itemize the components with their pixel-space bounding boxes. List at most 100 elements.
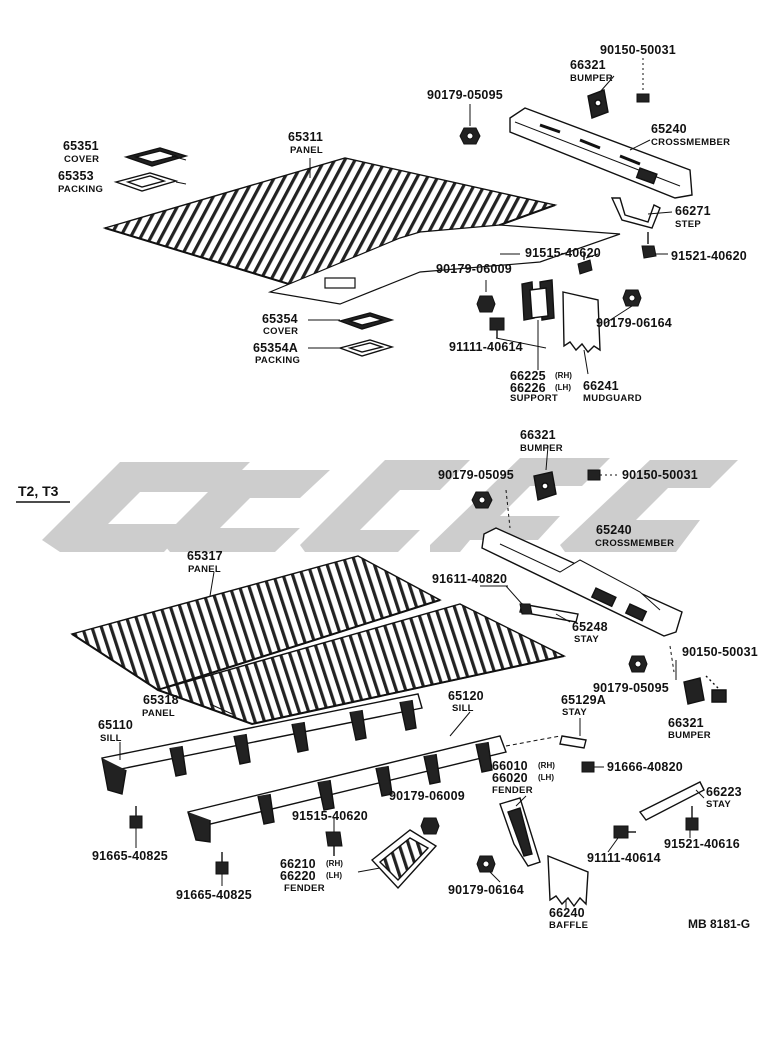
label-66210-suffix: (RH)	[326, 859, 343, 868]
label-91521-40620: 91521-40620	[671, 249, 747, 263]
label-65351-name: COVER	[64, 154, 100, 165]
label-66010-suffix: (RH)	[538, 761, 555, 770]
label-65120-number: 65120	[448, 689, 484, 703]
bolt-90150-50031-upper	[636, 58, 650, 103]
label-91611-40820: 91611-40820	[432, 572, 508, 586]
label-65311-name: PANEL	[290, 145, 323, 156]
label-66225-suffix: (RH)	[555, 371, 572, 380]
fender-66010-66020	[499, 797, 541, 867]
label-65318-number: 65318	[143, 693, 179, 707]
label-66226-suffix: (LH)	[555, 383, 571, 392]
label-65240-upper-number: 65240	[651, 122, 687, 136]
packing-65353	[113, 172, 179, 192]
label-91111-40614-upper: 91111-40614	[449, 340, 523, 354]
label-65248-name: STAY	[574, 634, 599, 645]
bolt-91521-40620-upper	[641, 232, 657, 259]
bolt-91666-40820	[581, 761, 604, 773]
label-65351-number: 65351	[63, 139, 99, 153]
bolt-91111-40614-lower	[613, 825, 636, 839]
leader-lines	[119, 75, 705, 908]
label-91111-40614-lower: 91111-40614	[587, 851, 661, 865]
label-66020-name: FENDER	[492, 785, 533, 796]
step-66271	[610, 197, 661, 229]
label-65248-number: 65248	[572, 620, 608, 634]
label-66271-number: 66271	[675, 204, 711, 218]
stay-66223	[638, 781, 705, 821]
label-66223-number: 66223	[706, 785, 742, 799]
bolt-91111-40614-upper	[489, 317, 505, 338]
bolt-90150-50031-lower	[587, 469, 620, 481]
bolt-91611-40820	[505, 585, 533, 615]
label-66020-suffix: (LH)	[538, 773, 554, 782]
cover-65351	[123, 147, 189, 167]
cover-65354	[337, 312, 395, 330]
crossmember-65240-lower	[481, 527, 683, 637]
guide-line-sill	[505, 735, 561, 747]
bolt-91665-40825-b	[215, 852, 229, 875]
label-65317-number: 65317	[187, 549, 223, 563]
bolt-91515-40620-lower	[325, 831, 343, 856]
label-65354a-number: 65354A	[253, 341, 298, 355]
label-90179-05095-lower: 90179-05095	[438, 468, 514, 482]
bolt-91521-40616	[685, 806, 699, 831]
label-66241-number: 66241	[583, 379, 619, 393]
nut-90179-05095-lower-b	[628, 655, 648, 673]
nut-90179-06009-lower	[420, 817, 440, 835]
label-66220-number: 66220	[280, 869, 316, 883]
label-65129a-name: STAY	[562, 707, 587, 718]
label-65353-number: 65353	[58, 169, 94, 183]
guide-line-bumper-b	[669, 645, 675, 673]
nut-90179-05095-upper	[459, 104, 481, 145]
label-65110-name: SILL	[100, 733, 122, 744]
label-66220-suffix: (LH)	[326, 871, 342, 880]
label-91666-40820: 91666-40820	[607, 760, 683, 774]
reference-code: MB 8181-G	[688, 917, 751, 931]
label-66010-number: 66010	[492, 759, 528, 773]
watermark-logo	[42, 458, 738, 552]
label-66226-name: SUPPORT	[510, 393, 559, 404]
label-90179-05095-lower-b: 90179-05095	[593, 681, 669, 695]
nut-90179-06164-upper	[622, 289, 642, 307]
label-65318-name: PANEL	[142, 708, 175, 719]
label-91515-40620-upper: 91515-40620	[525, 246, 601, 260]
bolt-91665-40825-a	[129, 806, 143, 829]
label-66223-name: STAY	[706, 799, 731, 810]
bumper-66321-upper	[587, 89, 609, 119]
label-91515-40620-lower: 91515-40620	[292, 809, 368, 823]
label-90150-50031-lower: 90150-50031	[622, 468, 698, 482]
fender-66210-66220	[370, 829, 438, 890]
label-65353-name: PACKING	[58, 184, 104, 195]
label-66321-lower-b-number: 66321	[668, 716, 704, 730]
bolt-91515-40620-upper	[577, 252, 593, 275]
label-66020-number: 66020	[492, 771, 528, 785]
label-66271-name: STEP	[675, 219, 702, 230]
label-66321-lower-number: 66321	[520, 428, 556, 442]
upper-floor-plate	[267, 224, 621, 305]
label-90150-50031-upper: 90150-50031	[600, 43, 676, 57]
nut-90179-06009-upper	[476, 280, 496, 313]
guide-line-bumper	[505, 489, 511, 529]
label-90179-06164-upper: 90179-06164	[596, 316, 672, 330]
mudguard-66241	[562, 291, 601, 354]
stay-65129a	[559, 735, 587, 749]
label-66321-lower-b-name: BUMPER	[668, 730, 711, 741]
label-66321-upper-name: BUMPER	[570, 73, 613, 84]
bumper-66321-lower	[533, 471, 557, 501]
crossmember-65240-upper	[509, 107, 693, 199]
sill-65120	[187, 735, 507, 843]
label-65311-number: 65311	[288, 130, 324, 144]
label-65354-name: COVER	[263, 326, 299, 337]
label-65354-number: 65354	[262, 312, 298, 326]
label-66321-lower-name: BUMPER	[520, 443, 563, 454]
label-90179-06009-upper: 90179-06009	[436, 262, 512, 276]
label-90179-06009-lower: 90179-06009	[389, 789, 465, 803]
label-90179-05095-upper: 90179-05095	[427, 88, 503, 102]
label-66241-name: MUDGUARD	[583, 393, 642, 404]
label-66240-number: 66240	[549, 906, 585, 920]
label-66210-number: 66210	[280, 857, 316, 871]
sill-65110	[101, 693, 423, 795]
bumper-66321-lower-b	[683, 675, 727, 705]
label-91665-40825-b: 91665-40825	[176, 888, 252, 902]
